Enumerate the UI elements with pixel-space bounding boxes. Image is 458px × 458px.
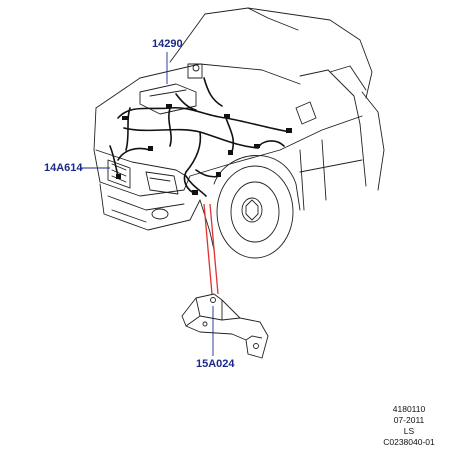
wiring-harness-illustration — [109, 77, 291, 197]
doc-ref-date: 07-2011 — [393, 415, 425, 425]
mounting-bracket-illustration — [181, 293, 269, 359]
document-reference-block: 4180110 07-2011 LS C0238040-01 — [378, 404, 440, 448]
bracket-locator-lines — [203, 203, 219, 295]
doc-ref-part-number: 4180110 — [392, 404, 426, 414]
callout-leader-lines — [80, 52, 214, 356]
vehicle-front-illustration — [93, 7, 385, 259]
callout-14290: 14290 — [152, 38, 183, 50]
harness-connectors — [116, 104, 292, 195]
doc-ref-model-code: LS — [403, 426, 415, 436]
doc-ref-illustration-id: C0238040-01 — [383, 437, 435, 447]
callout-14A614: 14A614 — [44, 162, 83, 174]
callout-15A024: 15A024 — [196, 358, 235, 370]
